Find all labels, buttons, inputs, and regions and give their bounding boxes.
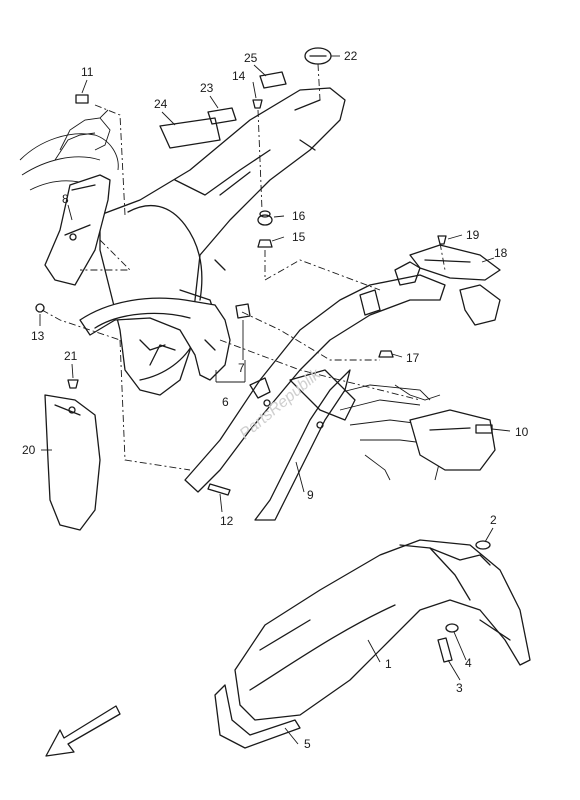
fender-trim-5 bbox=[214, 684, 301, 749]
callout-22: 22 bbox=[344, 49, 358, 63]
callout-15: 15 bbox=[292, 230, 306, 244]
callout-13: 13 bbox=[31, 329, 45, 343]
callout-9: 9 bbox=[307, 488, 314, 502]
callout-6: 6 bbox=[222, 395, 229, 409]
callout-14: 14 bbox=[232, 69, 246, 83]
callout-1: 1 bbox=[385, 657, 392, 671]
callout-25: 25 bbox=[244, 51, 258, 65]
callout-4: 4 bbox=[465, 656, 472, 670]
callout-5: 5 bbox=[304, 737, 311, 751]
front-fender-1 bbox=[234, 539, 531, 721]
callout-8: 8 bbox=[62, 192, 69, 206]
mud-flap-20 bbox=[44, 394, 101, 531]
callout-numbers: 1 2 3 4 5 6 7 8 9 10 11 12 13 14 15 16 1… bbox=[22, 49, 529, 751]
inner-mudguard bbox=[79, 297, 231, 381]
callout-18: 18 bbox=[494, 246, 508, 260]
side-cover-right bbox=[409, 409, 496, 471]
side-guard-8 bbox=[44, 174, 111, 286]
callout-21: 21 bbox=[64, 349, 78, 363]
hardware bbox=[35, 47, 493, 663]
callout-7: 7 bbox=[238, 361, 245, 375]
callout-23: 23 bbox=[200, 81, 214, 95]
subframe-9 bbox=[184, 261, 501, 521]
callout-10: 10 bbox=[515, 425, 529, 439]
callout-16: 16 bbox=[292, 209, 306, 223]
callout-12: 12 bbox=[220, 514, 234, 528]
front-direction-arrow bbox=[45, 705, 121, 757]
callout-20: 20 bbox=[22, 443, 36, 457]
callout-3: 3 bbox=[456, 681, 463, 695]
callout-17: 17 bbox=[406, 351, 420, 365]
callout-24: 24 bbox=[154, 97, 168, 111]
callout-2: 2 bbox=[490, 513, 497, 527]
leader-lines bbox=[39, 55, 511, 745]
frame-ghost-upper-left bbox=[19, 109, 119, 191]
callout-19: 19 bbox=[466, 228, 480, 242]
assembly-lines bbox=[41, 63, 446, 471]
callout-11: 11 bbox=[81, 65, 94, 79]
tail-bracket-18 bbox=[409, 244, 501, 281]
